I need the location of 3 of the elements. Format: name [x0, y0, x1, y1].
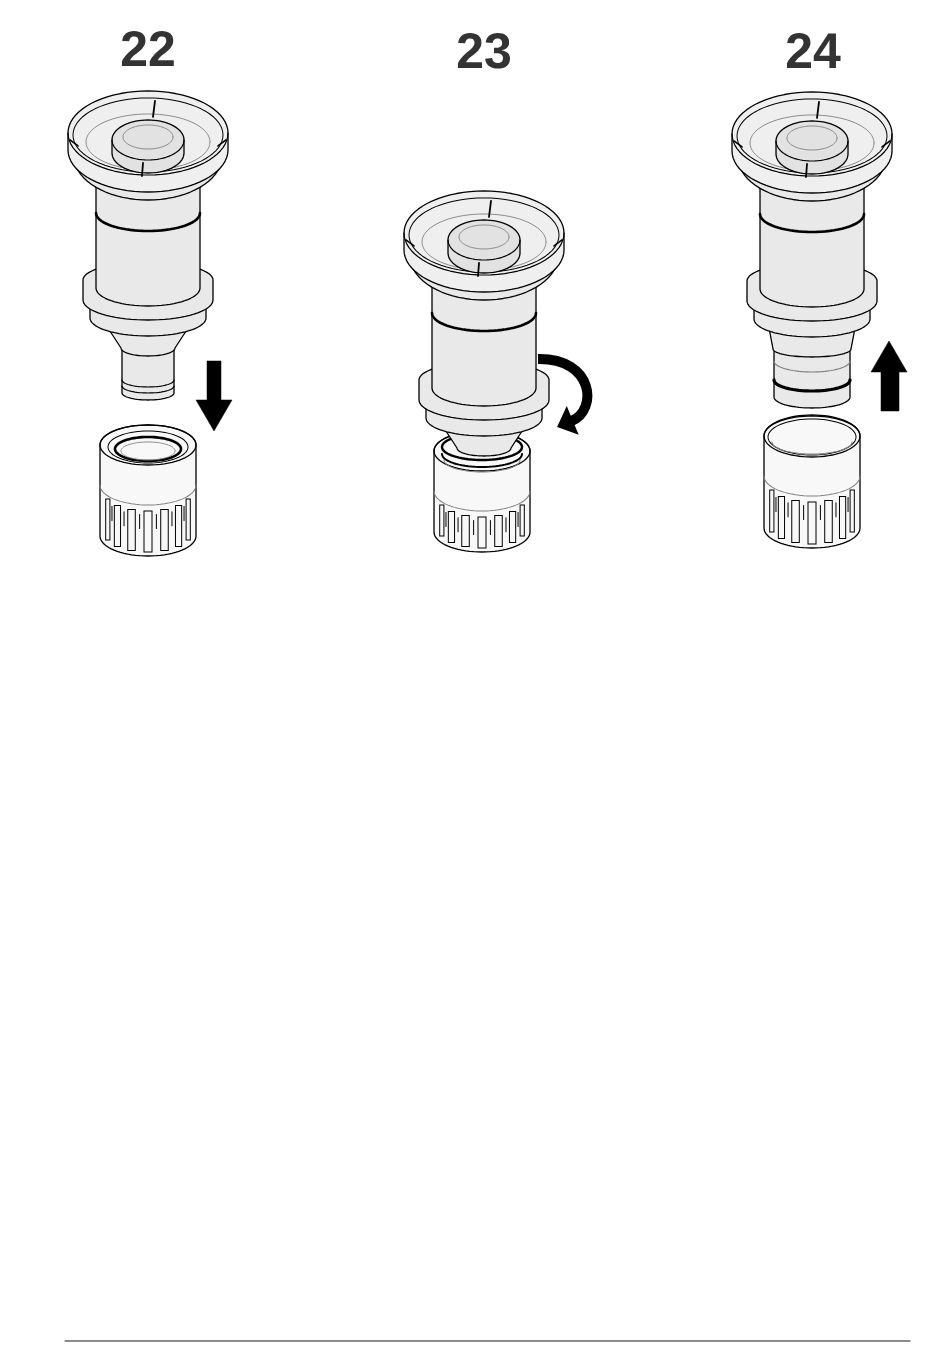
step-number: 23: [457, 33, 510, 69]
step-number: 24: [786, 33, 841, 68]
step-number: 22: [121, 31, 174, 66]
